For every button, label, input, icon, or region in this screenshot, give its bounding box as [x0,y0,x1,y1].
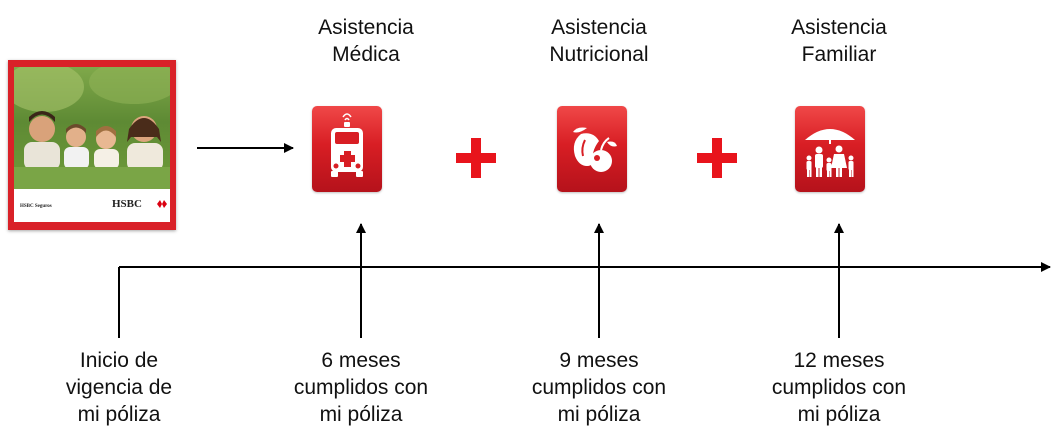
family-photo [14,67,170,189]
brochure-image: HSBC Seguros HSBC [8,60,176,230]
brochure-small-text: HSBC Seguros [20,204,52,209]
step-title-nutricional: Asistencia Nutricional [549,16,649,66]
ambulance-icon [312,106,382,192]
step-title-medica: Asistencia Médica [318,16,414,66]
step-title-familiar: Asistencia Familiar [791,16,887,66]
hsbc-hexagon-logo-icon [157,200,167,208]
brochure-footer: HSBC Seguros HSBC [14,189,170,222]
plus-sign-2 [697,138,737,178]
timeline-label-start: Inicio de vigencia de mi póliza [65,349,173,426]
timeline-label-12-meses: 12 meses cumplidos con mi póliza [771,349,907,426]
family-umbrella-icon [795,106,865,192]
timeline-label-9-meses: 9 meses cumplidos con mi póliza [531,349,667,426]
timeline-label-6-meses: 6 meses cumplidos con mi póliza [293,349,429,426]
fruit-icon [557,106,627,192]
brochure-brand-text: HSBC [112,198,142,210]
plus-sign-1 [456,138,496,178]
